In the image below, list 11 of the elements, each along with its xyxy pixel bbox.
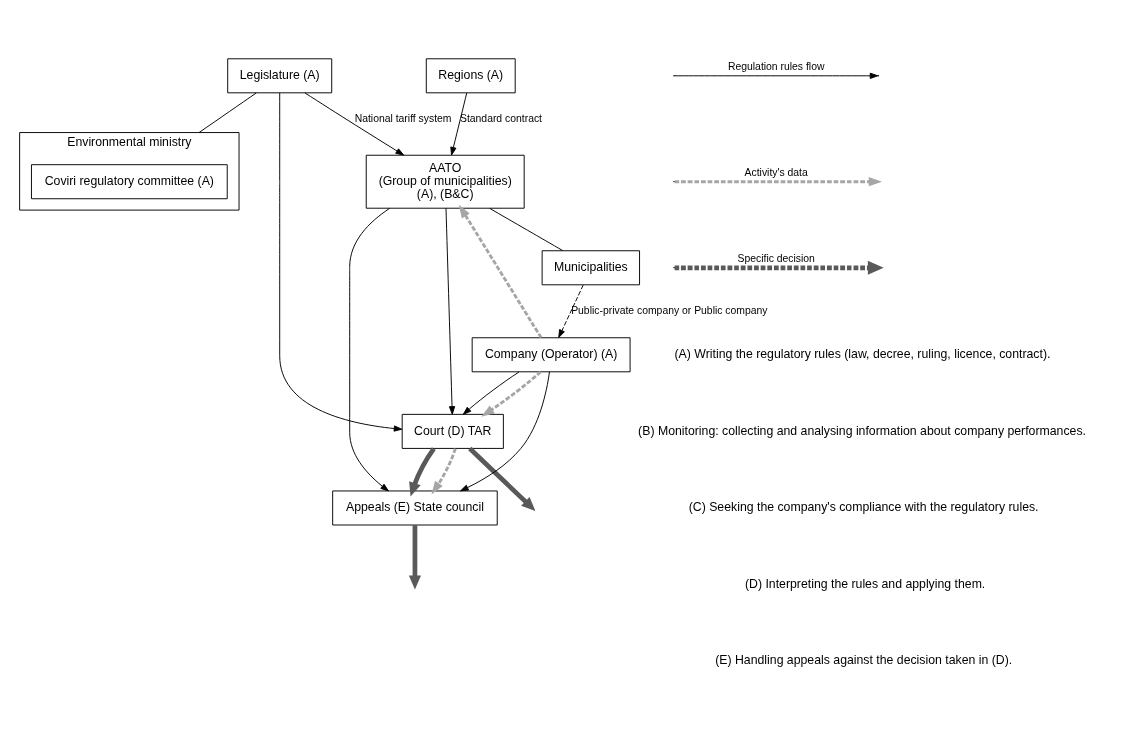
edge-label: Standard contract (459, 112, 543, 124)
legend-label: Specific decision (737, 252, 815, 264)
label: (E) Handling appeals against the decision taken in (D). (715, 652, 1013, 667)
label: (C) Seeking the company's compliance with the regulatory rules. (688, 499, 1039, 514)
label: (B) Monitoring: collecting and analysing information about company performances. (638, 423, 1086, 438)
edge-label: Public-private company or Public company (571, 304, 768, 316)
legend-label: Activity's data (744, 166, 808, 178)
edge-label: National tariff system (354, 112, 452, 124)
label: (A) Writing the regulatory rules (law, decree, ruling, licence, contract). (674, 346, 1051, 361)
legend-label: Regulation rules flow (727, 60, 825, 72)
label: (D) Interpreting the rules and applying them. (744, 576, 986, 591)
